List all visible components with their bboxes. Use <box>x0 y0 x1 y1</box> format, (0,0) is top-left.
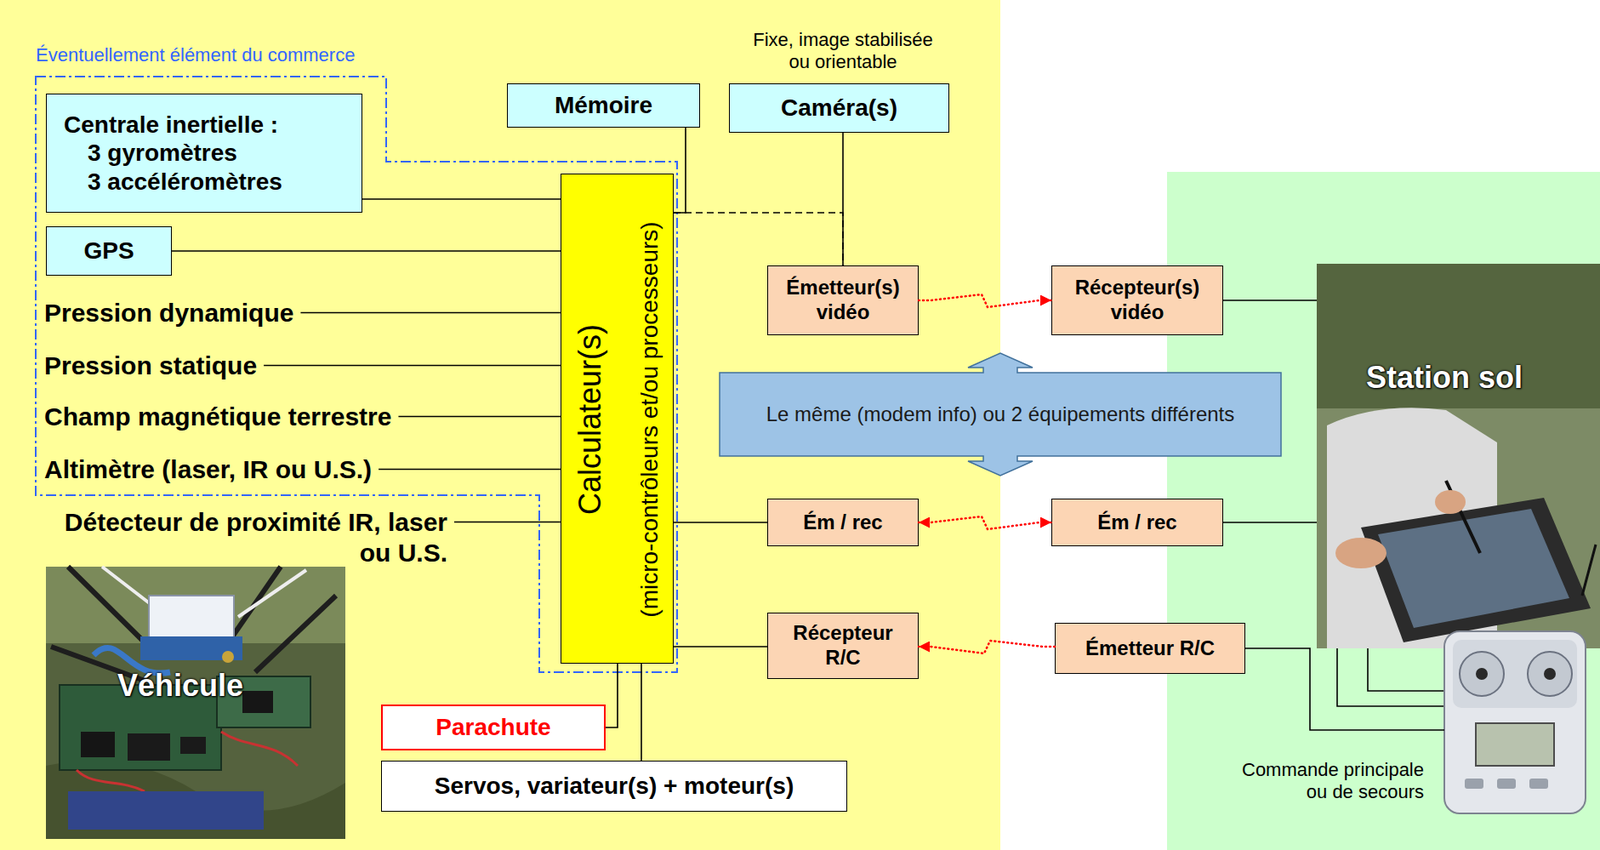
node-text: Calculateur(s) <box>571 324 609 515</box>
double-arrow-outline <box>719 353 1282 476</box>
node-text: Récepteur R/C <box>777 620 910 671</box>
node-text: Récepteur(s) vidéo <box>1061 275 1214 325</box>
sensor-label: Champ magnétique terrestre <box>44 401 392 433</box>
node-text: Ém / rec <box>1097 510 1177 536</box>
band-title: Station sol <box>1366 358 1523 396</box>
text-holder: Éventuellement élément du commerce <box>35 44 355 67</box>
node-text: Ém / rec <box>802 510 883 536</box>
label-holder: Fixe, image stabilisée ou orientable <box>742 28 944 75</box>
label-holder: Commande principale ou de secours <box>1228 758 1424 804</box>
sensor-label: Détecteur de proximité IR, laser ou U.S. <box>47 506 448 569</box>
receiver-box: Récepteur(s) vidéo <box>1051 265 1224 336</box>
label-holder: Pression statique <box>44 350 257 382</box>
text-holder: Station sol <box>1366 358 1523 396</box>
node-text: 3 accéléromètres <box>87 167 283 197</box>
text-holder: Véhicule <box>117 666 244 704</box>
sensor-box: GPS <box>45 226 172 276</box>
transmitter-box: Émetteur R/C <box>1054 622 1246 674</box>
label-holder: Pression dynamique <box>44 297 294 329</box>
sensor-label: Altimètre (laser, IR ou U.S.) <box>44 454 372 485</box>
dashed-outline <box>35 76 678 672</box>
parachute-box: Parachute <box>381 704 606 751</box>
transceiver-box: Ém / rec <box>1051 498 1224 547</box>
node-text: Émetteur(s) vidéo <box>777 275 910 325</box>
region-heading: Éventuellement élément du commerce <box>35 44 355 67</box>
node-text: Caméra(s) <box>780 93 898 123</box>
sensor-label: Pression statique <box>44 350 257 382</box>
double-arrow: Le même (modem info) ou 2 équipements di… <box>719 352 1282 477</box>
computer-box: Calculateur(s) (micro-contrôleurs et/ou p… <box>560 173 674 664</box>
node-text: Centrale inertielle : <box>63 110 279 140</box>
node-text: Émetteur R/C <box>1085 636 1215 661</box>
node-text: GPS <box>83 236 134 266</box>
node-text: 3 gyromètres <box>87 138 238 168</box>
transceiver-box: Ém / rec <box>767 498 919 547</box>
sensor-box: Centrale inertielle :3 gyromètres3 accél… <box>45 93 363 213</box>
band-title: Véhicule <box>117 666 244 704</box>
node-text: Le même (modem info) ou 2 équipements di… <box>766 402 1236 428</box>
label-holder: Détecteur de proximité IR, laser ou U.S. <box>47 506 448 569</box>
node-text: (micro-contrôleurs et/ou processeurs) <box>635 221 665 617</box>
label-holder: Altimètre (laser, IR ou U.S.) <box>44 454 372 485</box>
node-text: Mémoire <box>554 91 653 120</box>
camera-box: Caméra(s) <box>728 83 950 133</box>
transmitter-box: Émetteur(s) vidéo <box>767 265 919 336</box>
camera-note: Fixe, image stabilisée ou orientable <box>742 28 944 75</box>
sensor-label: Pression dynamique <box>44 297 294 329</box>
node-text: Servos, variateur(s) + moteur(s) <box>434 771 795 801</box>
node-text: Parachute <box>435 712 551 742</box>
ground-band: Station sol <box>1167 171 1600 850</box>
actuator-box: Servos, variateur(s) + moteur(s) <box>381 760 848 812</box>
memory-box: Mémoire <box>506 83 701 128</box>
control-note: Commande principale ou de secours <box>1228 758 1424 804</box>
receiver-box: Récepteur R/C <box>767 612 919 679</box>
label-holder: Champ magnétique terrestre <box>44 401 392 433</box>
